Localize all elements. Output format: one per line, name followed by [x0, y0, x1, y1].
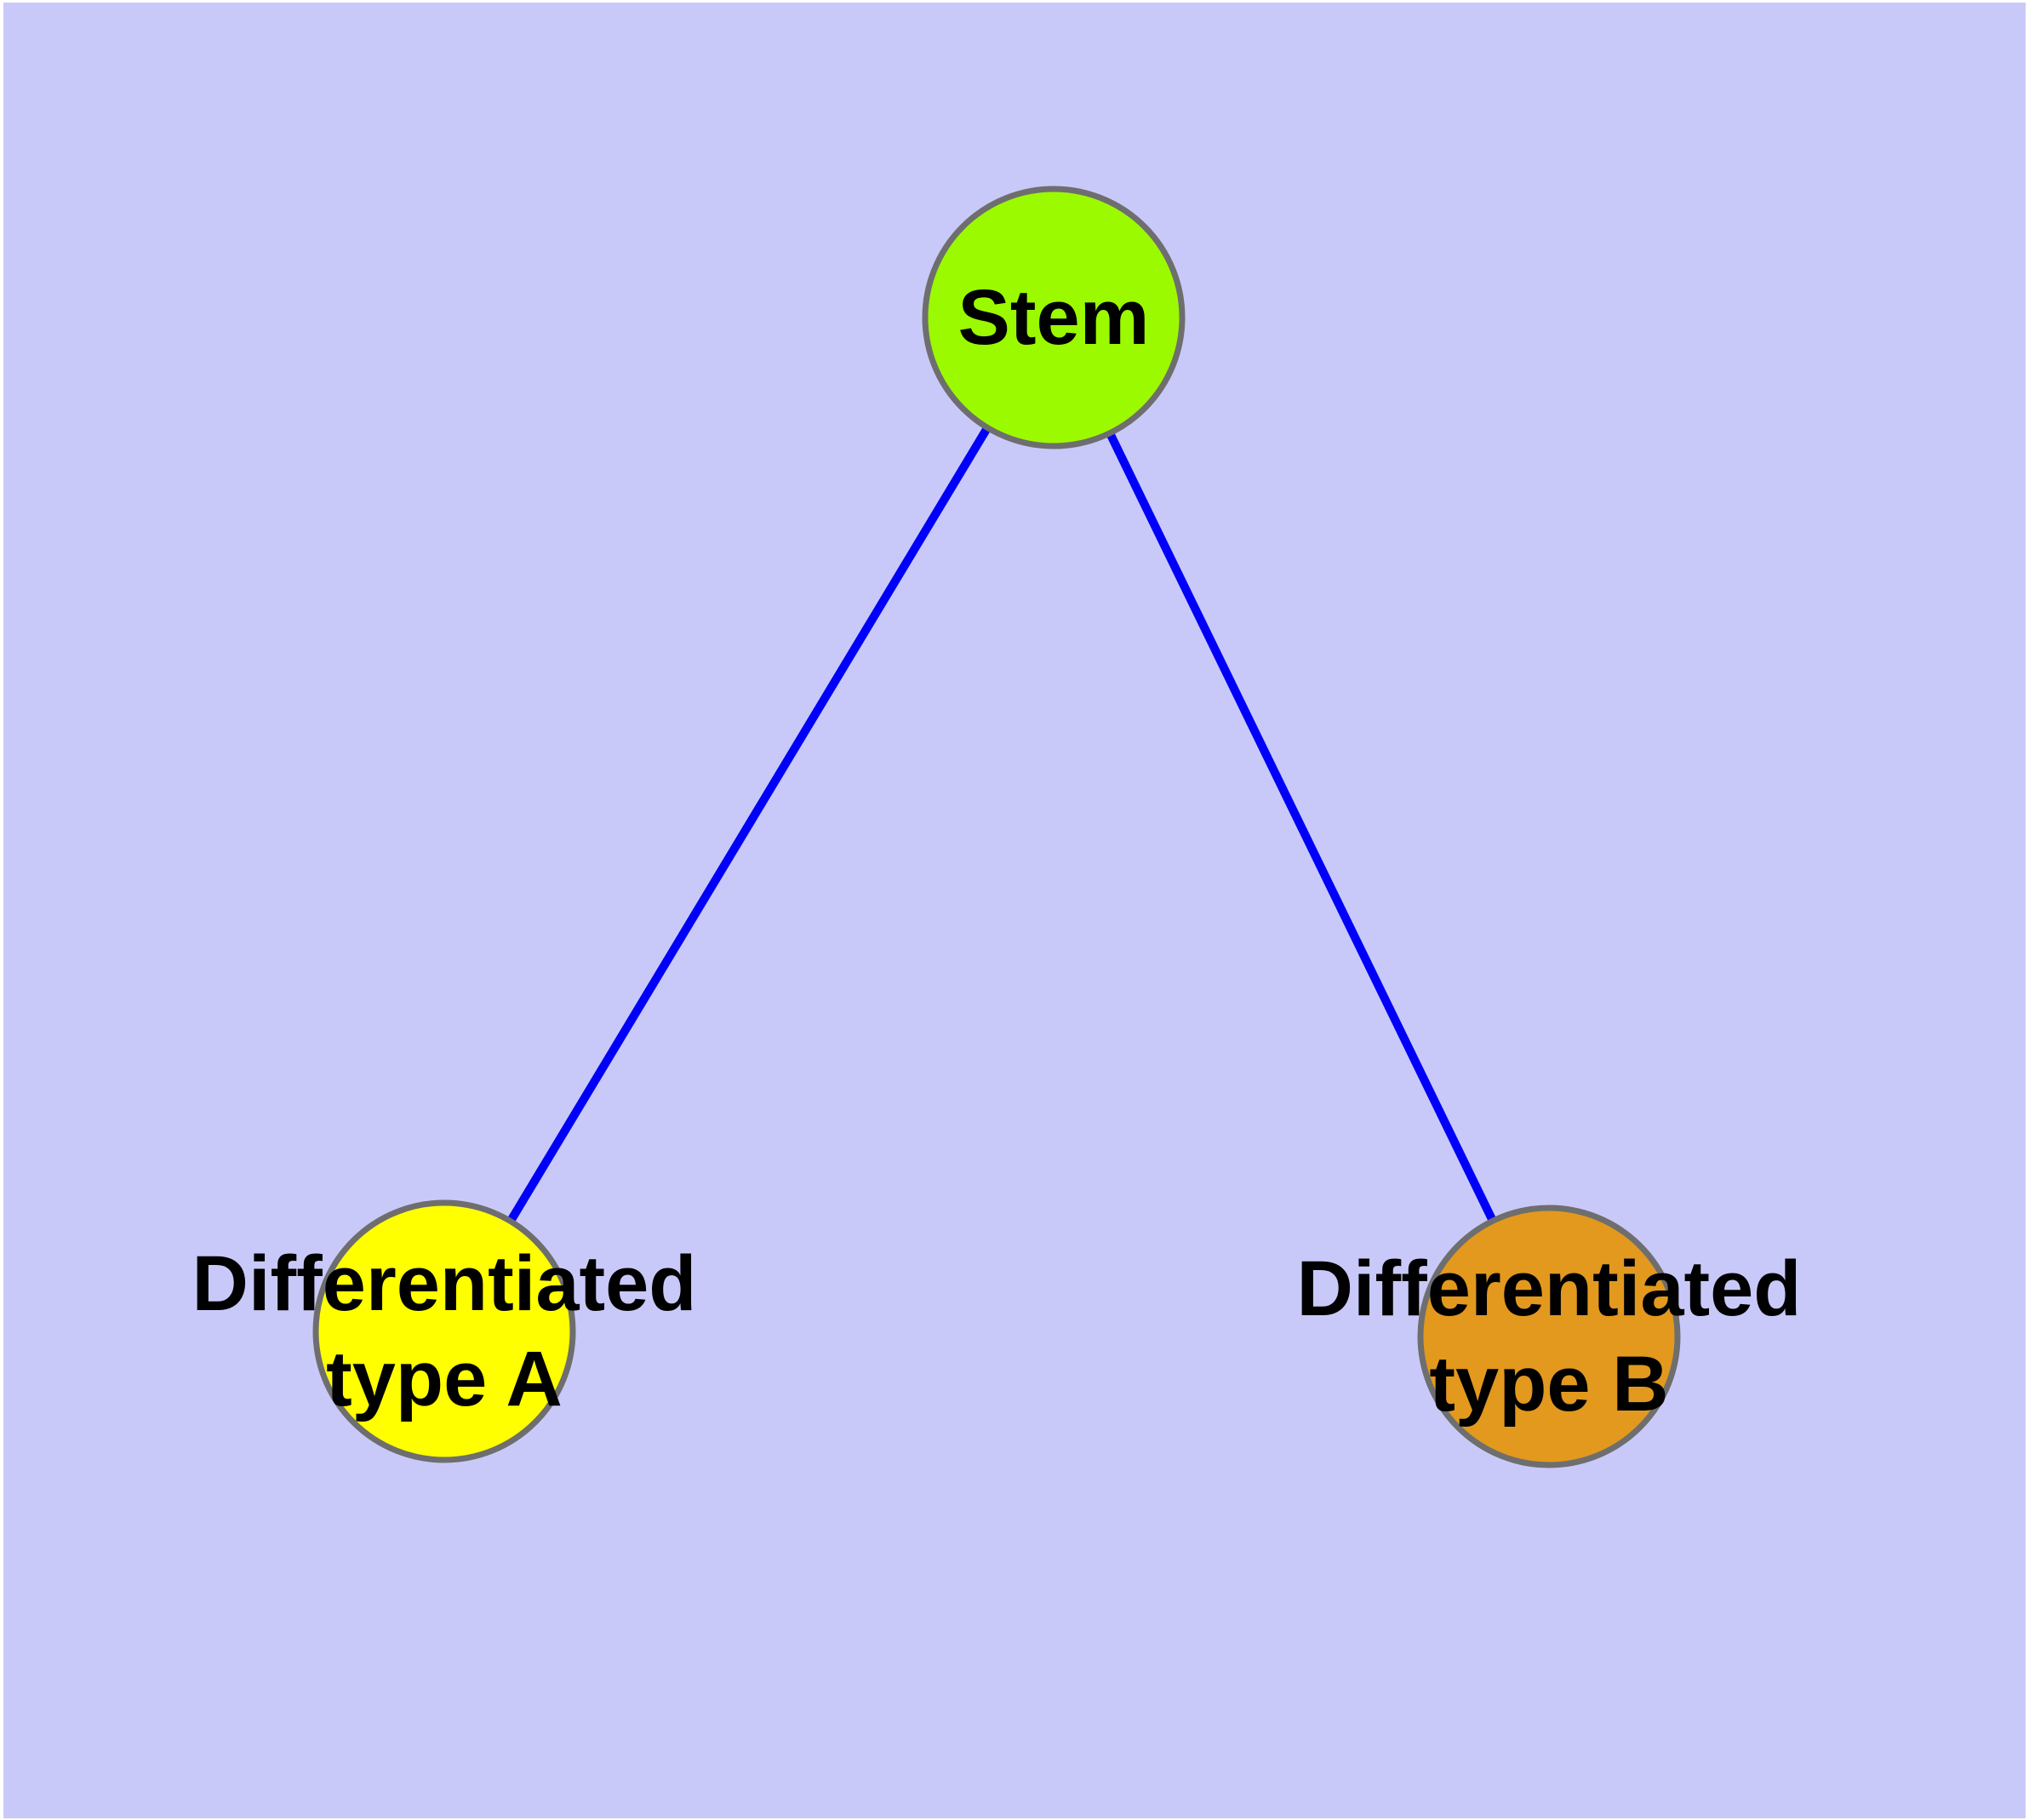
label-line: Differentiated — [1296, 1245, 1802, 1332]
edge-stem-to-differentiated-type-b — [1049, 315, 1553, 1339]
node-label-differentiated-type-b: Differentiated type B — [1297, 1241, 1802, 1432]
node-differentiated-type-b — [1417, 1205, 1681, 1468]
label-line: Stem — [957, 274, 1150, 361]
label-line: type A — [326, 1336, 563, 1422]
edge-stem-to-differentiated-type-a — [440, 315, 1058, 1334]
node-differentiated-type-a — [312, 1199, 576, 1463]
node-stem — [922, 186, 1186, 449]
node-label-differentiated-type-a: Differentiated type A — [192, 1236, 697, 1427]
label-line: type B — [1429, 1341, 1669, 1428]
node-label-stem: Stem — [958, 270, 1150, 365]
label-line: Differentiated — [191, 1240, 697, 1327]
